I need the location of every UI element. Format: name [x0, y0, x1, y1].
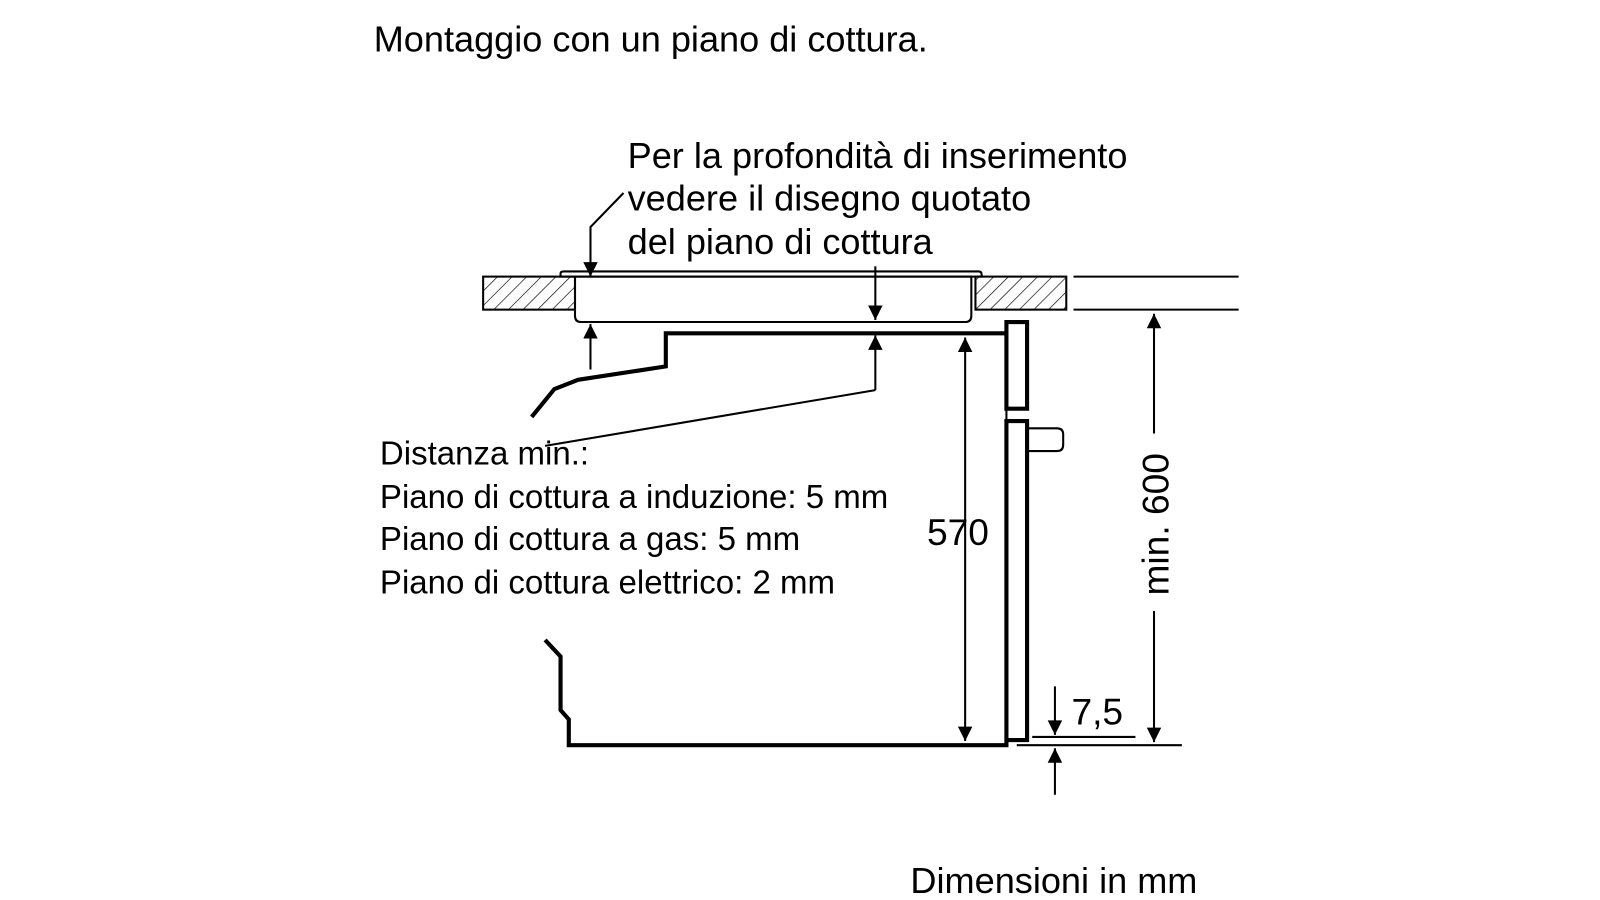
oven-bottom-outline — [543, 419, 1030, 748]
oven-top-outline — [530, 331, 1007, 419]
dim-7-5-label: 7,5 — [1071, 691, 1123, 733]
worktop-right-section — [974, 275, 1068, 311]
min-distance-heading: Distanza min.: — [380, 434, 589, 471]
dim-570-label: 570 — [927, 511, 989, 553]
depth-note: Per la profondità di inserimento vedere … — [628, 135, 1128, 262]
dim-600-label: min. 600 — [1134, 453, 1176, 595]
min-distance-electric: Piano di cottura elettrico: 2 mm — [380, 563, 835, 600]
depth-note-line: vedere il disegno quotato — [628, 178, 1032, 219]
min-distance-induction: Piano di cottura a induzione: 5 mm — [380, 478, 888, 515]
hob-top-plate — [559, 270, 983, 278]
depth-note-line: del piano di cottura — [628, 221, 934, 262]
min-distance-gas: Piano di cottura a gas: 5 mm — [380, 520, 800, 557]
oven-door-handle — [1027, 427, 1065, 453]
depth-leader-arrow — [583, 192, 625, 277]
oven-door-upper — [1004, 319, 1030, 411]
worktop-left-section — [482, 275, 577, 311]
depth-note-line: Per la profondità di inserimento — [628, 135, 1128, 176]
diagram-title: Montaggio con un piano di cottura. — [374, 19, 928, 60]
units-note: Dimensioni in mm — [910, 860, 1197, 900]
min-distance-note: Distanza min.: Piano di cottura a induzi… — [380, 434, 888, 600]
distance-leader-line — [544, 389, 876, 447]
hob-body — [573, 275, 973, 324]
